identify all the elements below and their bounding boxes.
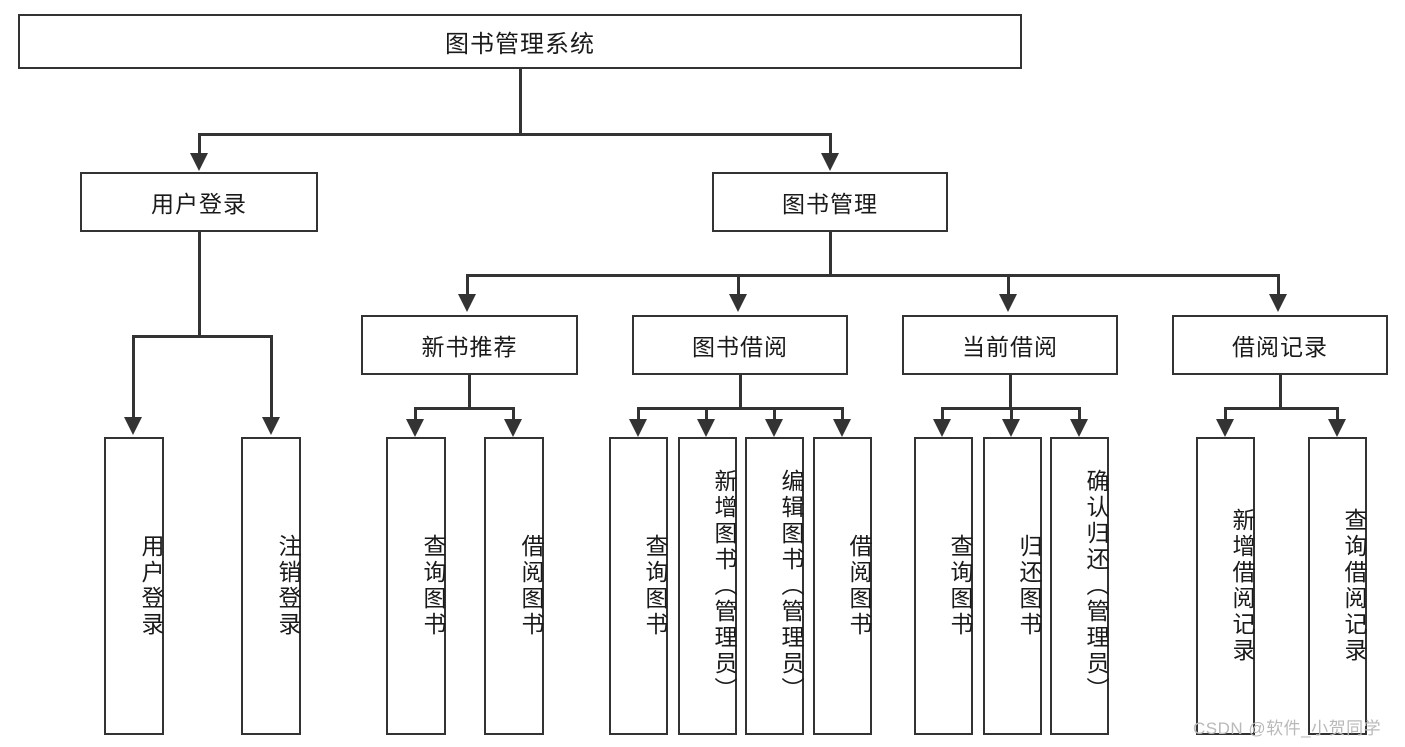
- node-label: 借阅图书: [518, 534, 544, 638]
- connector-book-manage-to-l3-4: [1277, 274, 1280, 296]
- connector-current-borrow-to-leaf-1: [941, 407, 944, 421]
- connector-root-bar: [198, 133, 832, 136]
- node-label: 查询图书: [947, 534, 973, 638]
- node-label: 归还图书: [1016, 534, 1042, 638]
- connector-book-borrow-to-leaf-2: [705, 407, 708, 421]
- node-label: 用户登录: [138, 534, 164, 638]
- node-label: 查询图书: [420, 534, 446, 638]
- leaf-borrow-book[interactable]: 借阅图书: [813, 437, 872, 735]
- connector-book-borrow-to-leaf-3: [773, 407, 776, 421]
- connector-new-book-stem: [468, 375, 471, 409]
- connector-book-borrow-bar: [637, 407, 843, 410]
- node-label: 借阅记录: [1232, 334, 1328, 360]
- arrow-current-borrow-to-leaf-1: [933, 419, 951, 437]
- arrow-borrow-record-to-leaf-2: [1328, 419, 1346, 437]
- node-label: 编辑图书（管理员）: [778, 469, 804, 703]
- leaf-return-book[interactable]: 归还图书: [983, 437, 1042, 735]
- leaf-add-borrow-record[interactable]: 新增借阅记录: [1196, 437, 1255, 735]
- connector-user-login-stem: [198, 232, 201, 338]
- node-book-management[interactable]: 图书管理: [712, 172, 948, 232]
- node-label: 图书管理系统: [445, 31, 595, 58]
- node-label: 图书管理: [782, 191, 878, 217]
- leaf-query-book-current[interactable]: 查询图书: [914, 437, 973, 735]
- node-label: 新书推荐: [421, 334, 518, 360]
- node-new-book-recommend[interactable]: 新书推荐: [361, 315, 578, 375]
- connector-borrow-record-bar: [1224, 407, 1339, 410]
- connector-root-to-user-login: [198, 133, 201, 155]
- connector-borrow-record-to-leaf-1: [1224, 407, 1227, 421]
- leaf-query-book-recommend[interactable]: 查询图书: [386, 437, 446, 735]
- leaf-user-logout[interactable]: 注销登录: [241, 437, 301, 735]
- arrow-book-manage-to-l3-1: [458, 294, 476, 312]
- connector-user-login-to-leaf-2: [270, 335, 273, 419]
- node-current-borrow[interactable]: 当前借阅: [902, 315, 1118, 375]
- node-root-book-management-system[interactable]: 图书管理系统: [18, 14, 1022, 69]
- leaf-borrow-book-recommend[interactable]: 借阅图书: [484, 437, 544, 735]
- arrow-current-borrow-to-leaf-2: [1002, 419, 1020, 437]
- node-label: 确认归还（管理员）: [1083, 469, 1109, 703]
- connector-user-login-bar: [132, 335, 273, 338]
- node-label: 查询借阅记录: [1341, 508, 1367, 664]
- connector-new-book-bar: [414, 407, 514, 410]
- connector-borrow-record-stem: [1279, 375, 1282, 409]
- connector-book-manage-bar: [466, 274, 1280, 277]
- node-label: 借阅图书: [846, 534, 872, 638]
- connector-book-manage-to-l3-3: [1007, 274, 1010, 296]
- connector-root-stem: [519, 69, 522, 135]
- connector-new-book-to-leaf-2: [512, 407, 515, 421]
- arrow-borrow-record-to-leaf-1: [1216, 419, 1234, 437]
- arrow-user-login-to-leaf-1: [124, 417, 142, 435]
- arrow-book-borrow-to-leaf-3: [765, 419, 783, 437]
- connector-root-to-book-manage: [829, 133, 832, 155]
- leaf-confirm-return-admin[interactable]: 确认归还（管理员）: [1050, 437, 1109, 735]
- arrow-root-to-book-manage: [821, 153, 839, 171]
- connector-book-manage-to-l3-1: [466, 274, 469, 296]
- connector-book-borrow-stem: [739, 375, 742, 409]
- arrow-book-borrow-to-leaf-2: [697, 419, 715, 437]
- node-user-login[interactable]: 用户登录: [80, 172, 318, 232]
- node-label: 用户登录: [151, 191, 247, 217]
- connector-current-borrow-to-leaf-3: [1078, 407, 1081, 421]
- arrow-new-book-to-leaf-2: [504, 419, 522, 437]
- connector-new-book-to-leaf-1: [414, 407, 417, 421]
- arrow-book-manage-to-l3-3: [999, 294, 1017, 312]
- node-label: 新增借阅记录: [1229, 508, 1255, 664]
- leaf-query-borrow-record[interactable]: 查询借阅记录: [1308, 437, 1367, 735]
- node-label: 注销登录: [275, 534, 301, 638]
- arrow-book-manage-to-l3-2: [729, 294, 747, 312]
- connector-current-borrow-stem: [1009, 375, 1012, 409]
- connector-book-borrow-to-leaf-4: [841, 407, 844, 421]
- node-label: 图书借阅: [692, 334, 788, 360]
- node-label: 查询图书: [642, 534, 668, 638]
- arrow-current-borrow-to-leaf-3: [1070, 419, 1088, 437]
- node-label: 当前借阅: [962, 334, 1058, 360]
- leaf-query-book-borrow[interactable]: 查询图书: [609, 437, 668, 735]
- node-borrow-record[interactable]: 借阅记录: [1172, 315, 1388, 375]
- csdn-watermark: CSDN @软件_小贺同学: [1193, 719, 1382, 738]
- arrow-new-book-to-leaf-1: [406, 419, 424, 437]
- arrow-root-to-user-login: [190, 153, 208, 171]
- node-book-borrow[interactable]: 图书借阅: [632, 315, 848, 375]
- connector-current-borrow-to-leaf-2: [1010, 407, 1013, 421]
- connector-book-manage-stem: [829, 232, 832, 276]
- connector-user-login-to-leaf-1: [132, 335, 135, 419]
- arrow-book-borrow-to-leaf-1: [629, 419, 647, 437]
- leaf-edit-book-admin[interactable]: 编辑图书（管理员）: [745, 437, 804, 735]
- arrow-user-login-to-leaf-2: [262, 417, 280, 435]
- leaf-add-book-admin[interactable]: 新增图书（管理员）: [678, 437, 737, 735]
- arrow-book-borrow-to-leaf-4: [833, 419, 851, 437]
- leaf-user-login[interactable]: 用户登录: [104, 437, 164, 735]
- connector-book-manage-to-l3-2: [737, 274, 740, 296]
- connector-book-borrow-to-leaf-1: [637, 407, 640, 421]
- node-label: 新增图书（管理员）: [711, 469, 737, 703]
- connector-borrow-record-to-leaf-2: [1336, 407, 1339, 421]
- arrow-book-manage-to-l3-4: [1269, 294, 1287, 312]
